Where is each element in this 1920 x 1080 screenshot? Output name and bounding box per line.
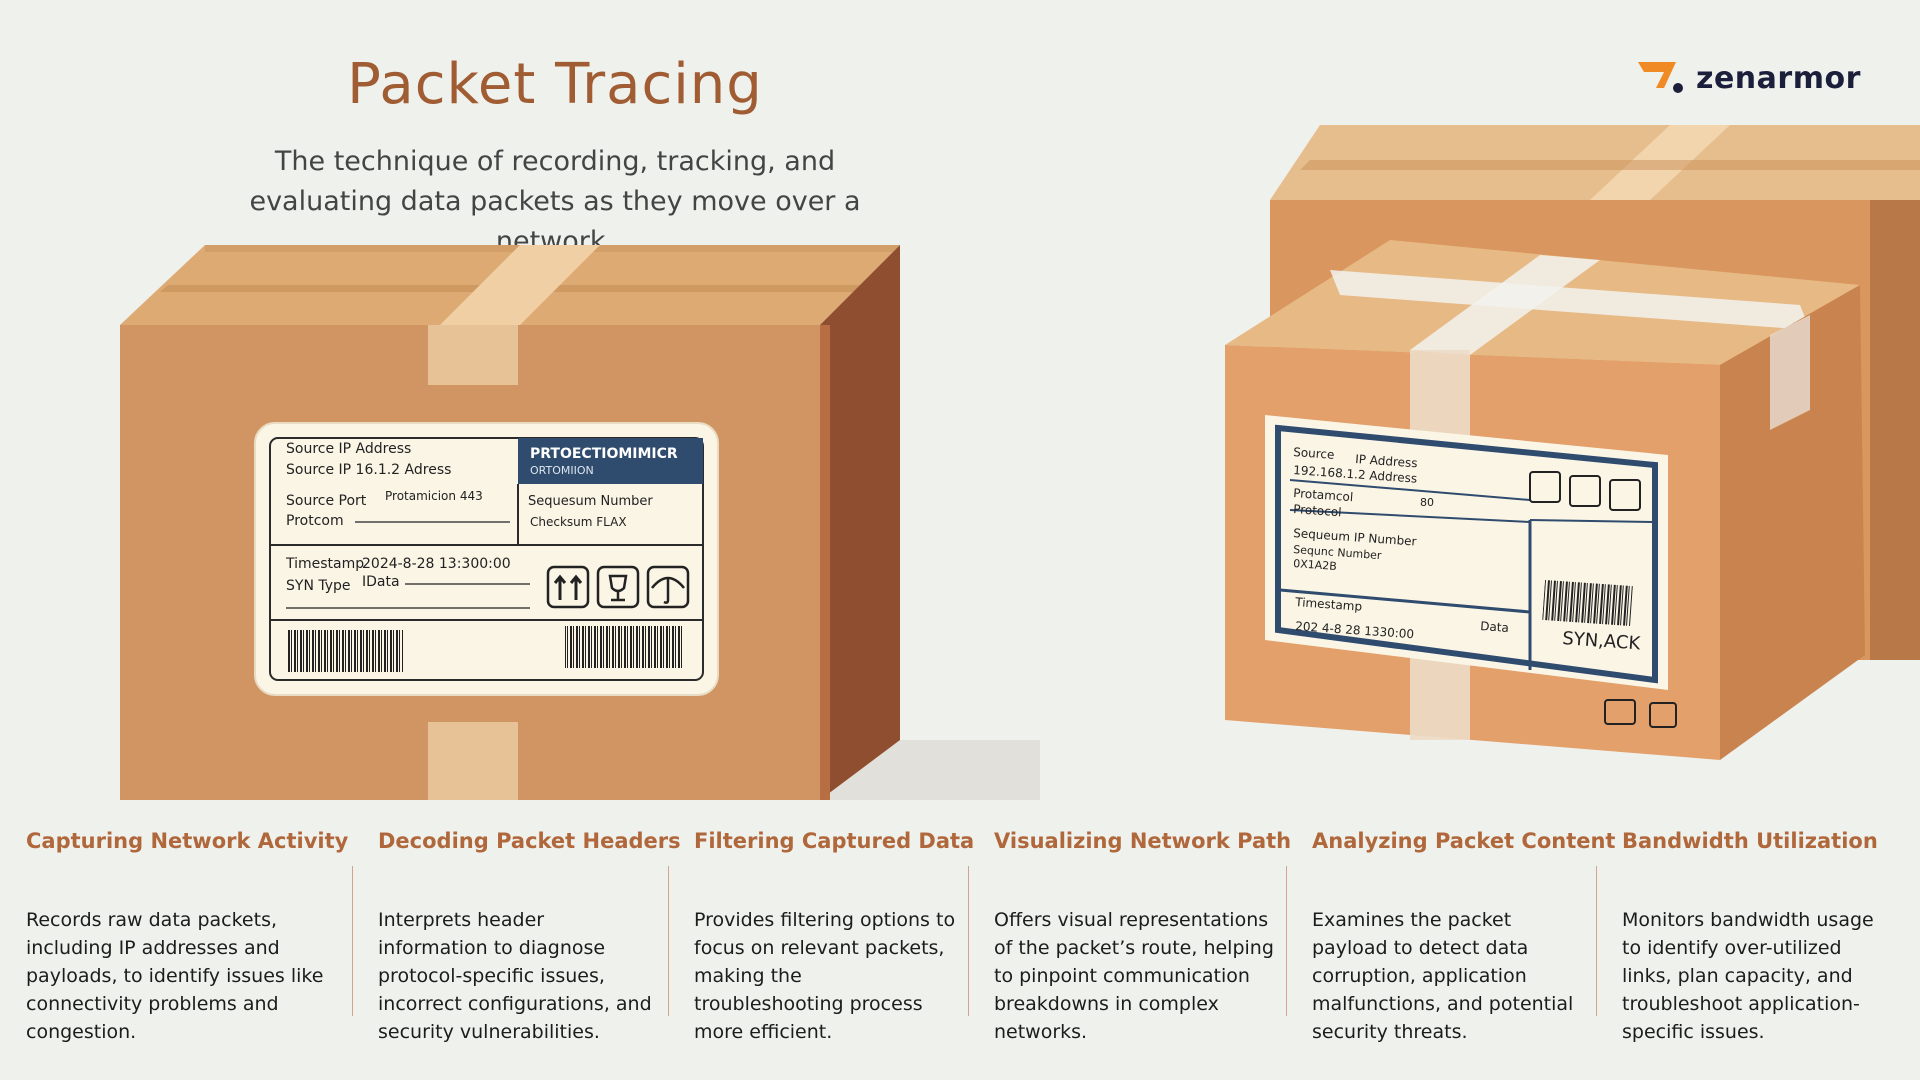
feature-decoding: Decoding Packet Headers Interprets heade…: [352, 826, 681, 1043]
right-label-ip: IP Address: [1355, 452, 1418, 470]
feature-title: Decoding Packet Headers: [378, 829, 681, 853]
feature-title: Filtering Captured Data: [694, 829, 975, 853]
left-label-checksum: Checksum FLAX: [530, 515, 627, 529]
right-label-data: Data: [1480, 619, 1510, 635]
right-label-hex: 0X1A2B: [1293, 557, 1337, 573]
zenarmor-logo[interactable]: zenarmor: [1636, 58, 1886, 98]
right-label-timestamp: Timestamp: [1294, 595, 1363, 614]
page-subtitle: The technique of recording, tracking, an…: [249, 146, 861, 257]
feature-body: Provides filtering options to focus on r…: [694, 909, 956, 1043]
right-label-source: Source: [1293, 445, 1335, 462]
feature-bandwidth: Bandwidth Utilization Monitors bandwidth…: [1596, 826, 1896, 1043]
right-label-seq2: Sequnc Number: [1293, 543, 1383, 562]
left-label-seq: Sequesum Number: [528, 494, 653, 509]
left-label-line1: Source IP Address: [286, 441, 411, 457]
left-label-line6a: SYN Type: [286, 578, 351, 594]
left-label-line5a: Timestamp: [285, 556, 364, 572]
zenarmor-logo-icon: [1638, 62, 1683, 93]
feature-title: Visualizing Network Path: [994, 829, 1292, 853]
feature-analyzing: Analyzing Packet Content Examines the pa…: [1286, 826, 1616, 1043]
left-label-line3b: Protamicion 443: [385, 489, 483, 503]
feature-title: Capturing Network Activity: [26, 829, 349, 853]
left-label-line6b: IData: [362, 574, 400, 590]
left-label-line2: Source IP 16.1.2 Adress: [286, 462, 451, 478]
left-label-header2: ORTOMIION: [530, 464, 594, 477]
left-label-line3a: Source Port: [286, 493, 367, 509]
left-barcodes: [288, 626, 683, 672]
feature-filtering: Filtering Captured Data Provides filteri…: [668, 826, 975, 1043]
right-handling-icons: [1529, 471, 1677, 728]
right-label-protocol-b: Protocol: [1293, 502, 1342, 519]
page-title: Packet Tracing: [347, 52, 763, 117]
left-label-header1: PRTOECTIOMIMICR: [530, 446, 678, 462]
left-label-line5b: 2024-8-28 13:300:00: [362, 556, 511, 572]
feature-title: Analyzing Packet Content: [1312, 829, 1616, 853]
handling-icons: [546, 565, 690, 609]
feature-capturing: Capturing Network Activity Records raw d…: [26, 826, 352, 1043]
left-label-line4: Protcom: [286, 513, 344, 529]
feature-body: Interprets header information to diagnos…: [378, 909, 652, 1043]
right-label-port: 80: [1420, 496, 1434, 509]
feature-body: Records raw data packets, including IP a…: [26, 909, 324, 1043]
features-row: Capturing Network Activity Records raw d…: [26, 826, 1906, 1043]
feature-body: Monitors bandwidth usage to identify ove…: [1622, 909, 1874, 1043]
feature-body: Examines the packet payload to detect da…: [1312, 909, 1574, 1043]
logo-text: zenarmor: [1696, 60, 1861, 96]
left-package: Source IP Address Source IP 16.1.2 Adres…: [120, 245, 1040, 800]
right-label-protocol-a: Protamcol: [1293, 486, 1354, 504]
right-front-package: Source IP Address 192.168.1.2 Address Pr…: [1225, 240, 1865, 760]
package-illustration: Source IP Address Source IP 16.1.2 Adres…: [120, 125, 1920, 800]
feature-title: Bandwidth Utilization: [1622, 829, 1878, 853]
feature-body: Offers visual representations of the pac…: [994, 909, 1274, 1043]
feature-visualizing: Visualizing Network Path Offers visual r…: [968, 826, 1292, 1043]
